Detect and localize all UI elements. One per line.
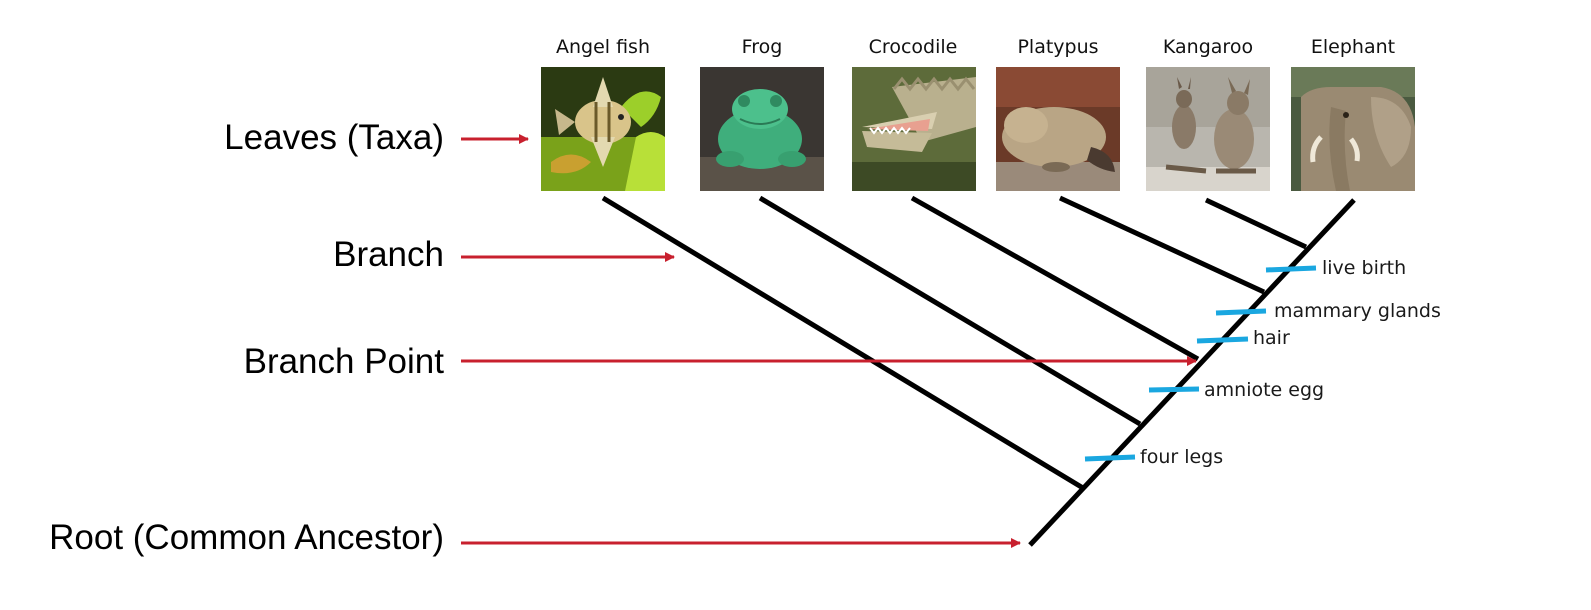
trunk-branch [1028,198,1356,547]
branch-point-label: Branch Point [243,342,444,381]
angel-fish-photo [541,67,665,191]
taxon-name-angel-fish: Angel fish [555,36,651,58]
taxon-name-platypus: Platypus [1017,36,1099,58]
root-label: Root (Common Ancestor) [49,518,444,557]
trait-label-hair: hair [1253,327,1290,349]
taxon-name-kangaroo: Kangaroo [1162,36,1254,58]
frog-photo [700,67,824,191]
trait-label-amniote-egg: amniote egg [1204,379,1325,401]
branch-frog [758,195,1142,427]
taxon-name-crocodile: Crocodile [868,36,958,58]
trait-tick-four-legs [1084,454,1136,462]
branch-platypus [1058,195,1266,295]
trait-label-mammary-glands: mammary glands [1274,300,1441,322]
leaves-label: Leaves (Taxa) [224,118,444,157]
trait-tick-amniote-egg [1148,386,1200,393]
trait-tick-hair [1196,336,1249,344]
elephant-photo [1291,67,1415,191]
taxon-name-frog: Frog [741,36,783,58]
platypus-photo [996,67,1120,191]
branch-crocodile [910,195,1200,362]
trait-label-four-legs: four legs [1140,446,1224,468]
branch-label: Branch [333,235,444,274]
taxon-name-elephant: Elephant [1310,36,1396,58]
crocodile-photo [852,67,976,191]
trait-tick-live-birth [1265,265,1317,273]
kangaroo-photo [1146,67,1270,191]
trait-tick-mammary-glands [1215,308,1267,316]
branch-angel-fish [601,195,1085,491]
branch-kangaroo [1204,197,1308,250]
trait-label-live-birth: live birth [1322,257,1407,279]
